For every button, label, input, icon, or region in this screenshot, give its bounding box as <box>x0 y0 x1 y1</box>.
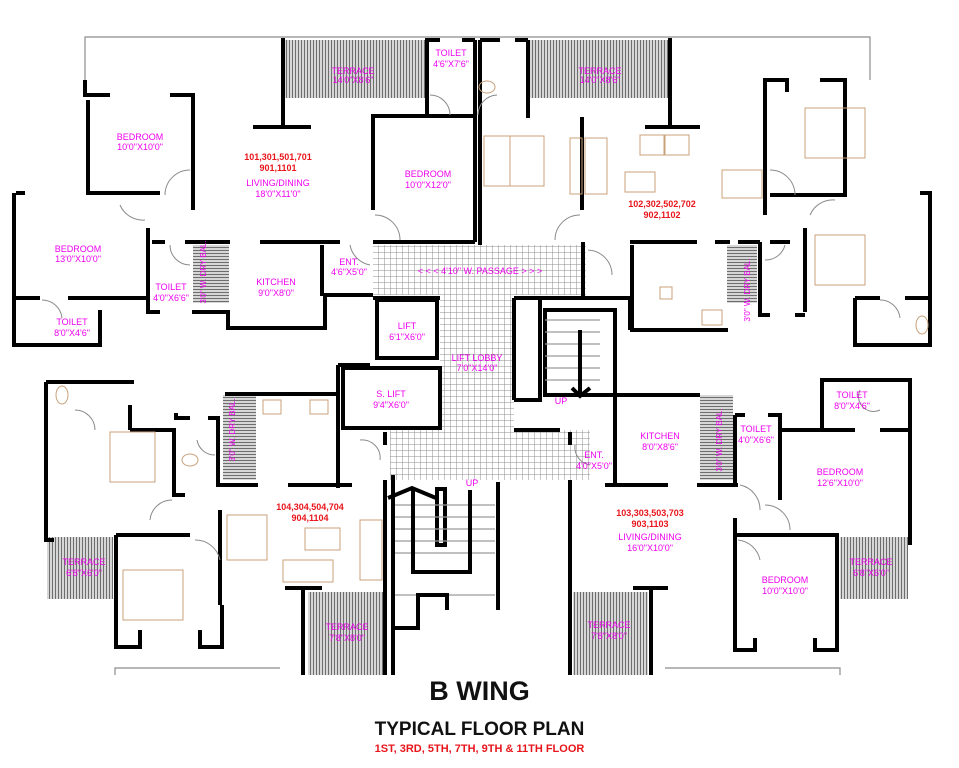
service-lift-size: 9'4"X6'0" <box>373 400 409 410</box>
room-size: 8'0"X8'6" <box>642 442 678 452</box>
dry-balcony-label: 3'0" W. DRY BAL. <box>228 398 237 461</box>
walls-core <box>341 296 617 675</box>
room-name: KITCHEN <box>256 277 296 287</box>
room-name: TOILET <box>740 424 772 434</box>
terrace-bottom-right <box>840 537 908 599</box>
dry-balcony-bottom-left <box>223 395 256 480</box>
labels-flat-04: 104,304,504,704 904,1104 TERRACE 6'8"X6'… <box>62 398 368 643</box>
labels-flat-02: TERRACE 14'0"X8'6" 102,302,502,702 902,1… <box>578 66 752 322</box>
service-lift-name: S. LIFT <box>376 389 406 399</box>
room-size: 14'0"X8'6" <box>333 75 374 85</box>
door-swings <box>41 94 901 561</box>
dry-balcony-label: 3'0" W. DRY BAL. <box>743 258 752 321</box>
dry-balcony-label: 3'0" W. DRY BAL. <box>715 408 724 471</box>
walls-flat-01 <box>12 38 477 347</box>
wing-title: B WING <box>429 676 530 706</box>
plan-subtitle: TYPICAL FLOOR PLAN <box>374 719 585 740</box>
common-passage <box>373 245 590 480</box>
room-name: TERRACE <box>587 620 630 630</box>
room-name: TOILET <box>56 317 88 327</box>
room-name: ENT. <box>339 257 359 267</box>
room-name: KITCHEN <box>640 431 680 441</box>
terrace-top-right <box>530 40 670 98</box>
room-name: TERRACE <box>331 66 374 76</box>
room-size: 9'0"X8'0" <box>258 288 294 298</box>
terrace-bottom-center-left <box>308 592 383 675</box>
room-name: TERRACE <box>578 66 621 76</box>
room-name: TOILET <box>836 390 868 400</box>
room-name: LIVING/DINING <box>618 532 682 542</box>
room-size: 4'0"X6'6" <box>738 435 774 445</box>
room-size: 13'0"X10'0" <box>55 254 101 264</box>
room-name: TERRACE <box>325 622 368 632</box>
room-name: TOILET <box>435 48 467 58</box>
room-size: 8'0"X4'6" <box>54 328 90 338</box>
room-name: BEDROOM <box>405 169 452 179</box>
room-name: BEDROOM <box>117 132 164 142</box>
room-size: 7'8"X8'0" <box>329 633 365 643</box>
floors-caption: 1ST, 3RD, 5TH, 7TH, 9TH & 11TH FLOOR <box>374 743 585 755</box>
room-size: 6'8"X6'0" <box>66 568 102 578</box>
unit-numbers: 104,304,504,704 <box>276 502 344 512</box>
room-size: 4'6"X7'6" <box>433 59 469 69</box>
room-name: TOILET <box>155 282 187 292</box>
room-size: 16'0"X10'0" <box>627 543 673 553</box>
room-name: TERRACE <box>849 557 892 567</box>
walls-flat-04 <box>44 363 387 675</box>
room-name: BEDROOM <box>817 467 864 477</box>
dry-balcony-bottom-right <box>700 395 733 480</box>
room-size: 12'6"X10'0" <box>817 478 863 488</box>
passage-label: < < < 4'10" W. PASSAGE > > > <box>418 266 542 276</box>
unit-numbers: 901,1101 <box>259 163 296 173</box>
room-size: 6'8"X6'0" <box>853 568 889 578</box>
lift-lobby-name: LIFT LOBBY <box>452 353 503 363</box>
stair-up-label: UP <box>466 478 479 488</box>
lift-size: 6'1"X6'0" <box>389 332 425 342</box>
terraces <box>47 40 908 675</box>
room-size: 4'0"X5'0" <box>576 461 612 471</box>
outer-frame <box>84 36 871 675</box>
furniture <box>55 80 929 621</box>
unit-numbers: 904,1104 <box>291 513 328 523</box>
room-size: 10'0"X10'0" <box>762 586 808 596</box>
room-name: TERRACE <box>62 557 105 567</box>
unit-numbers: 902,1102 <box>643 210 680 220</box>
room-size: 10'0"X10'0" <box>117 142 163 152</box>
room-size: 10'0"X12'0" <box>405 180 451 190</box>
room-size: 4'0"X6'6" <box>153 293 189 303</box>
room-size: 7'8"X8'0" <box>591 631 627 641</box>
unit-numbers: 103,303,503,703 <box>616 508 684 518</box>
terrace-bottom-left <box>47 537 113 599</box>
unit-numbers: 903,1103 <box>631 519 668 529</box>
terrace-bottom-center-right <box>573 592 648 675</box>
unit-numbers: 101,301,501,701 <box>244 152 312 162</box>
labels-core: < < < 4'10" W. PASSAGE > > > LIFT 6'1"X6… <box>373 266 567 488</box>
stair-up-label: UP <box>555 396 568 406</box>
labels-flat-01: BEDROOM 10'0"X10'0" 101,301,501,701 901,… <box>54 48 469 338</box>
dry-balcony-top-right <box>727 245 757 303</box>
room-name: BEDROOM <box>55 244 102 254</box>
room-name: LIVING/DINING <box>246 178 310 188</box>
room-size: 14'0"X8'6" <box>580 75 621 85</box>
room-name: BEDROOM <box>762 575 809 585</box>
labels-flat-03: KITCHEN 8'0"X8'6" ENT. 4'0"X5'0" TOILET … <box>576 390 892 641</box>
room-name: ENT. <box>584 450 604 460</box>
room-size: 8'0"X4'6" <box>834 401 870 411</box>
lift-name: LIFT <box>398 321 417 331</box>
unit-numbers: 102,302,502,702 <box>628 199 696 209</box>
dry-balcony-label: 3'0" W. DRY BAL. <box>199 240 208 303</box>
room-size: 18'0"X11'0" <box>255 189 300 199</box>
walls-flat-02 <box>478 38 932 347</box>
terrace-top-left <box>285 40 425 98</box>
dry-balcony-top-left <box>193 245 229 303</box>
lift-lobby-size: 7'0"X14'0" <box>457 363 498 373</box>
room-size: 4'6"X5'0" <box>331 267 367 277</box>
